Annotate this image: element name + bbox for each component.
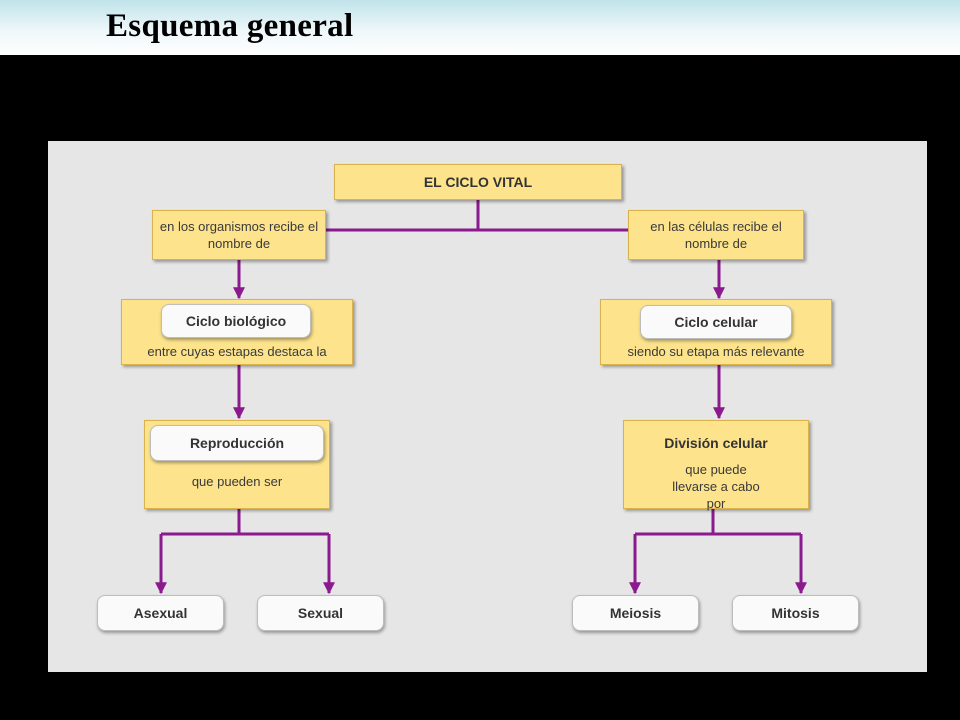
leaf-mitosis: Mitosis (732, 595, 859, 631)
leaf-sexual: Sexual (257, 595, 384, 631)
connector-lines (155, 200, 807, 595)
division-celular-phrase: que puede llevarse a cabo por (672, 462, 760, 511)
division-celular-label: División celular (664, 435, 768, 451)
leaf-asexual: Asexual (97, 595, 224, 631)
root-node: EL CICLO VITAL (334, 164, 622, 200)
root-label: EL CICLO VITAL (423, 174, 533, 190)
concept-map-panel: EL CICLO VITAL en los organismos recibe … (48, 141, 927, 672)
ciclo-biologico-label: Ciclo biológico (161, 304, 311, 338)
ciclo-celular-phrase: siendo su etapa más relevante (627, 344, 805, 359)
reproduccion-label: Reproducción (150, 425, 324, 461)
left-connector-phrase: en los organismos recibe el nombre de (152, 210, 326, 260)
ciclo-biologico-phrase: entre cuyas estapas destaca la (147, 344, 327, 359)
reproduccion-phrase: que pueden ser (191, 474, 283, 489)
division-celular-node: División celular que puede llevarse a ca… (623, 420, 809, 511)
ciclo-celular-label: Ciclo celular (640, 305, 792, 339)
right-connector-phrase: en las células recibe el nombre de (628, 210, 804, 260)
page-title: Esquema general (106, 8, 354, 44)
leaf-meiosis: Meiosis (572, 595, 699, 631)
title-bar: Esquema general (0, 0, 960, 55)
